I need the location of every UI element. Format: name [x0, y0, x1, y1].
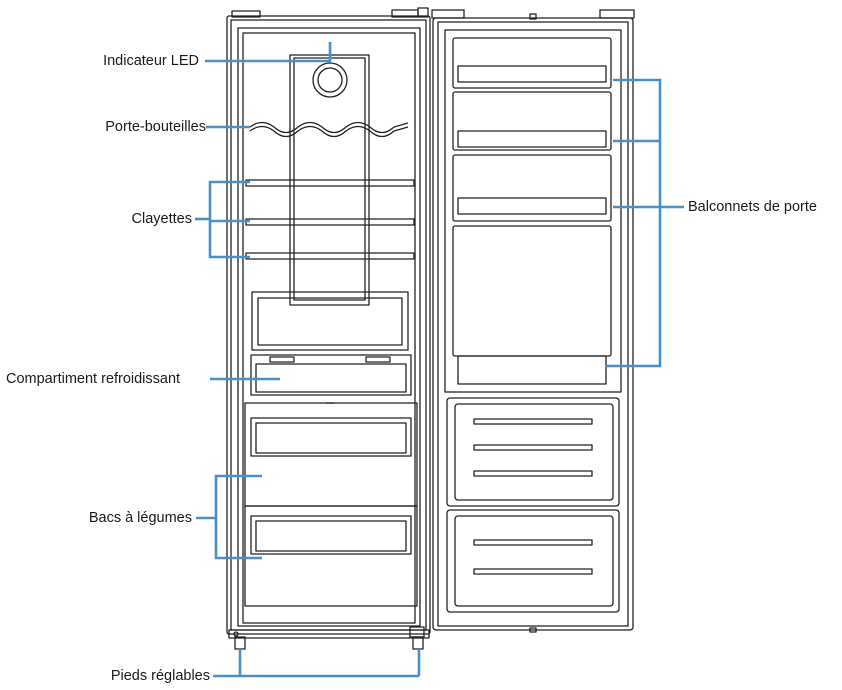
label-led-indicator: Indicateur LED — [103, 53, 199, 69]
shelves — [245, 179, 415, 260]
door-balconies — [452, 37, 612, 385]
label-bottle-rack: Porte-bouteilles — [105, 119, 206, 135]
bottle-rack — [249, 121, 409, 134]
crisper-drawers — [244, 402, 418, 607]
label-crisper-drawers: Bacs à légumes — [88, 510, 192, 526]
fridge-door — [431, 9, 635, 633]
leader-shelves — [195, 180, 250, 259]
door-lower-panels — [446, 397, 620, 613]
label-door-balconies: Balconnets de porte — [688, 199, 817, 215]
leader-door-balconies — [605, 78, 684, 368]
leader-crispers — [196, 474, 262, 560]
label-adjustable-feet: Pieds réglables — [110, 668, 210, 684]
fridge-cabinet — [226, 7, 431, 639]
label-chiller-compartment: Compartiment refroidissant — [6, 371, 181, 387]
leader-led — [205, 42, 332, 63]
led-indicator-icon — [312, 62, 348, 98]
label-shelves: Clayettes — [131, 211, 192, 227]
